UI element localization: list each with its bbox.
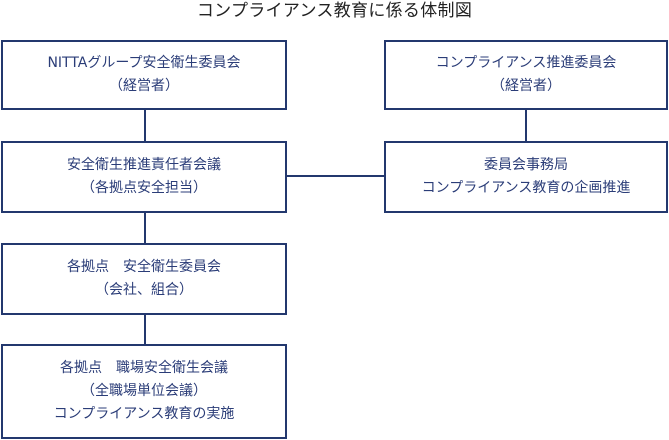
- box-line: （各拠点安全担当）: [81, 180, 207, 196]
- box-line: 安全衛生推進責任者会議: [67, 157, 221, 173]
- box-line: 各拠点 安全衛生委員会: [67, 259, 221, 275]
- box-line: （経営者）: [491, 78, 561, 94]
- connector-managers-to-site: [144, 211, 146, 245]
- box-line: コンプライアンス教育の企画推進: [421, 180, 631, 196]
- box-line: コンプライアンス教育の実施: [53, 406, 235, 422]
- diagram-title: コンプライアンス教育に係る体制図: [196, 1, 473, 21]
- box-nitta-safety-committee: NITTAグループ安全衛生委員会 （経営者）: [1, 40, 287, 110]
- box-line: 委員会事務局: [484, 157, 568, 173]
- box-committee-secretariat: 委員会事務局 コンプライアンス教育の企画推進: [384, 141, 668, 213]
- connector-compliance-to-secretariat: [525, 108, 527, 143]
- box-line: 各拠点 職場安全衛生会議: [60, 360, 228, 376]
- box-compliance-committee: コンプライアンス推進委員会 （経営者）: [384, 40, 668, 110]
- box-line: （全職場単位会議）: [81, 383, 207, 399]
- box-line: （経営者）: [109, 78, 179, 94]
- box-workplace-safety-meeting: 各拠点 職場安全衛生会議 （全職場単位会議） コンプライアンス教育の実施: [1, 344, 287, 439]
- box-line: NITTAグループ安全衛生委員会: [47, 55, 241, 71]
- box-line: （会社、組合）: [95, 282, 193, 298]
- box-line: コンプライアンス推進委員会: [435, 55, 617, 71]
- box-safety-managers-meeting: 安全衛生推進責任者会議 （各拠点安全担当）: [1, 141, 287, 213]
- connector-nitta-to-managers: [144, 108, 146, 143]
- box-site-safety-committee: 各拠点 安全衛生委員会 （会社、組合）: [1, 243, 287, 315]
- connector-managers-to-secretariat: [287, 175, 386, 177]
- connector-site-to-workplace: [144, 313, 146, 346]
